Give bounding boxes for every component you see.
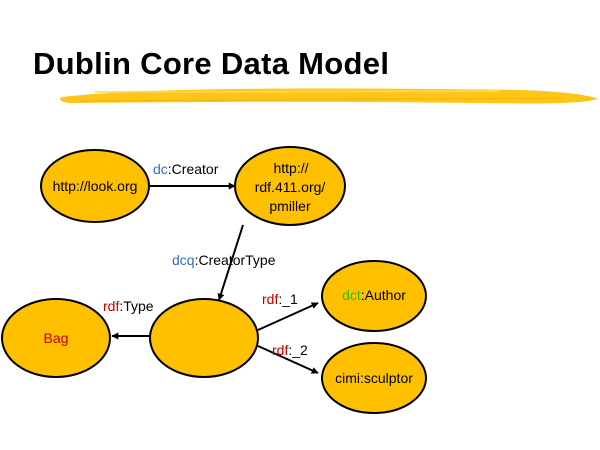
- title-underline: [60, 88, 599, 104]
- node-author-label: dct:Author: [342, 287, 406, 303]
- node-bag-label: Bag: [44, 330, 69, 346]
- edge-label-member-1-local: :_1: [278, 291, 298, 307]
- node-sculptor: cimi:sculptor: [321, 342, 427, 414]
- node-sculptor-label: cimi:sculptor: [335, 370, 413, 386]
- node-bag-shape: [1, 298, 111, 378]
- node-pmiller: http:// rdf.411.org/ pmiller: [234, 146, 346, 226]
- edge-label-creatortype-prefix: dcq: [172, 252, 195, 268]
- node-blank-shape: [149, 298, 259, 378]
- edges: [111, 182, 319, 374]
- edge-dcq-creatortype: [217, 224, 244, 301]
- node-author-local: :Author: [361, 287, 406, 303]
- node-pmiller-line-3: pmiller: [269, 198, 311, 214]
- edge-label-type-prefix: rdf: [103, 298, 119, 314]
- node-bag: Bag: [1, 298, 111, 378]
- slide-title: Dublin Core Data Model: [33, 46, 390, 81]
- edge-label-member-2: rdf:_2: [272, 342, 308, 358]
- edge-label-creatortype: dcq:CreatorType: [172, 252, 276, 268]
- node-pmiller-shape: [234, 146, 346, 226]
- node-look: http://look.org: [40, 149, 150, 223]
- node-pmiller-line-2: rdf.411.org/: [255, 179, 326, 195]
- node-look-shape: [40, 149, 150, 223]
- edge-label-type: rdf:Type: [103, 298, 154, 314]
- edge-rdf-1: [257, 302, 319, 331]
- node-look-label: http://look.org: [53, 178, 138, 194]
- node-pmiller-line-1: http://: [273, 160, 308, 176]
- node-author: dct:Author: [321, 260, 427, 332]
- edge-label-member-2-local: :_2: [288, 342, 308, 358]
- edge-label-type-local: :Type: [119, 298, 153, 314]
- edge-label-creator-local: :Creator: [168, 161, 219, 177]
- edge-label-member-1: rdf:_1: [262, 291, 298, 307]
- edge-label-creator: dc:Creator: [153, 161, 219, 177]
- edge-label-creatortype-local: :CreatorType: [195, 252, 276, 268]
- node-author-prefix: dct: [342, 287, 361, 303]
- node-sculptor-shape: [321, 342, 427, 414]
- edge-label-member-1-prefix: rdf: [262, 291, 278, 307]
- edge-rdf-2: [257, 345, 319, 374]
- node-author-shape: [321, 260, 427, 332]
- node-blank: [149, 298, 259, 378]
- edge-label-creator-prefix: dc: [153, 161, 168, 177]
- edge-label-member-2-prefix: rdf: [272, 342, 288, 358]
